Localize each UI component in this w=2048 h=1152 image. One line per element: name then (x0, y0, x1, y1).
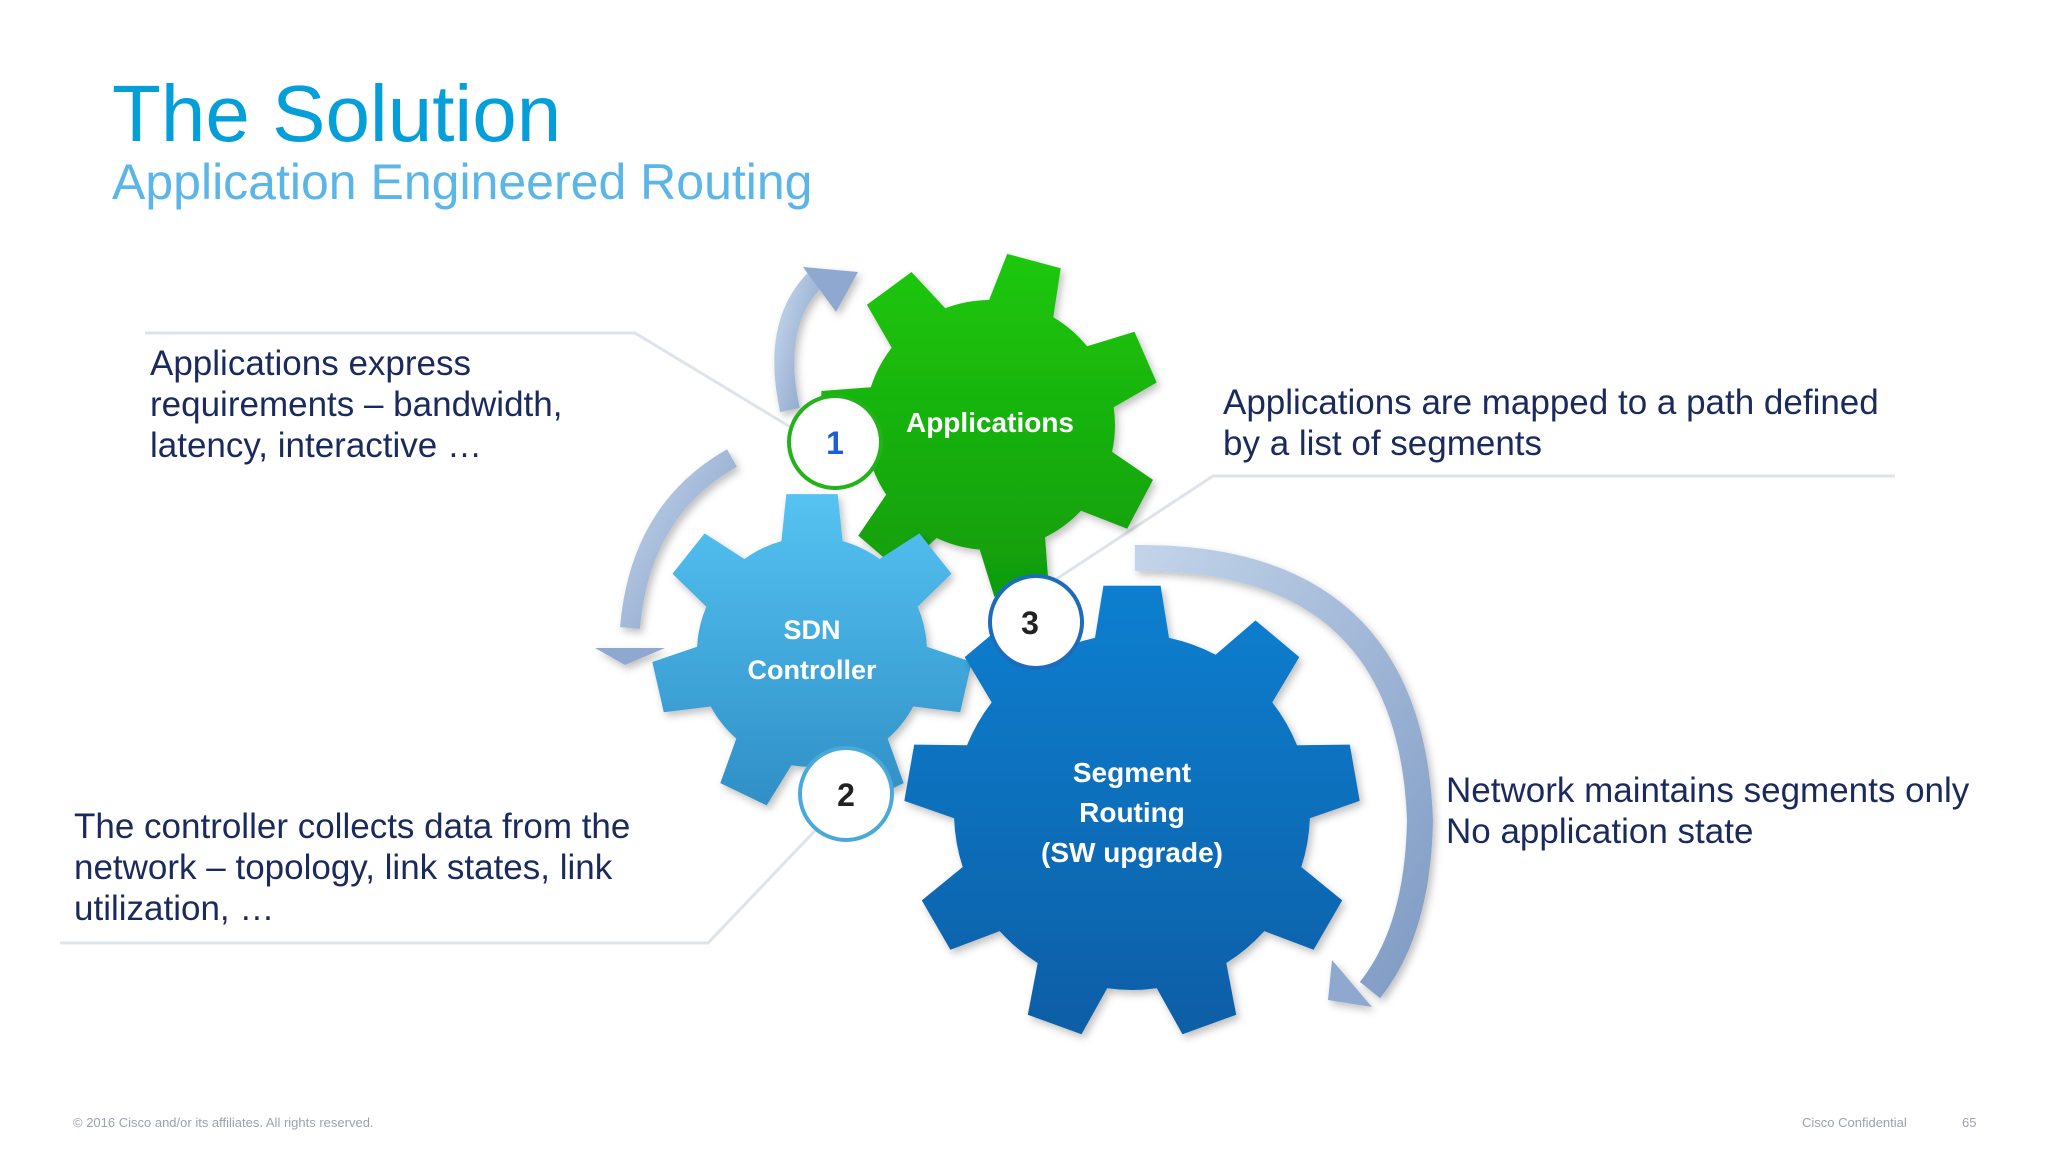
callout-network: Network maintains segments only No appli… (1446, 770, 1969, 852)
step-number-1: 1 (826, 425, 844, 461)
slide-title: The Solution (112, 69, 562, 158)
applications-gear (819, 253, 1157, 597)
callout-apps-require-line3: latency, interactive … (150, 426, 482, 465)
segment-gear-label-line2: Routing (1079, 797, 1185, 828)
arrow-apps-top (774, 267, 858, 413)
segment-gear-label-line1: Segment (1073, 757, 1191, 788)
callout-apps-mapped: Applications are mapped to a path define… (1223, 382, 1879, 464)
segment-routing-gear (904, 585, 1360, 1035)
callout-controller: The controller collects data from the ne… (74, 806, 630, 929)
callout-apps-require-line1: Applications express (150, 344, 471, 383)
callout-controller-line1: The controller collects data from the (74, 807, 631, 846)
arrow-sdn-left (595, 449, 738, 665)
sdn-controller-gear (652, 494, 972, 806)
callout-apps-require: Applications express requirements – band… (150, 343, 562, 466)
step-number-3: 3 (1021, 605, 1039, 641)
segment-gear-label-line3: (SW upgrade) (1041, 837, 1223, 868)
callout-network-line1: Network maintains segments only (1446, 771, 1970, 810)
footer-copyright: © 2016 Cisco and/or its affiliates. All … (73, 1115, 374, 1130)
callout-controller-line3: utilization, … (74, 889, 275, 928)
callout-apps-mapped-line2: by a list of segments (1223, 424, 1543, 463)
leader-line-apps-require (145, 331, 793, 430)
footer-page-number: 65 (1962, 1115, 1977, 1130)
step-badge-2: 2 (798, 746, 894, 842)
step-number-2: 2 (837, 777, 855, 813)
leader-line-controller (60, 813, 832, 945)
sdn-gear-label-line1: SDN (783, 615, 840, 645)
step-badge-1: 1 (787, 394, 883, 490)
arrow-segment-right (1134, 544, 1434, 1007)
applications-gear-label: Applications (906, 407, 1074, 438)
slide-subtitle: Application Engineered Routing (112, 154, 813, 210)
sdn-gear-label-line2: Controller (747, 655, 876, 685)
footer-confidential: Cisco Confidential (1802, 1115, 1907, 1130)
callout-apps-require-line2: requirements – bandwidth, (150, 385, 563, 424)
step-badge-3: 3 (988, 574, 1084, 670)
callout-apps-mapped-line1: Applications are mapped to a path define… (1223, 383, 1879, 422)
callout-network-line2: No application state (1446, 812, 1754, 851)
callout-controller-line2: network – topology, link states, link (74, 848, 613, 887)
leader-line-apps-mapped (1054, 474, 1895, 582)
